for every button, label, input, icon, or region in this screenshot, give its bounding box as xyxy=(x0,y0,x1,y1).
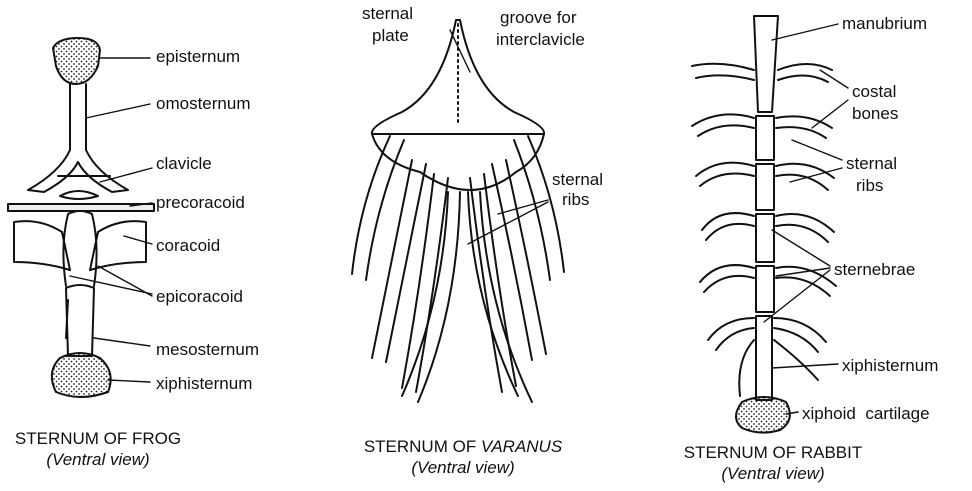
label-episternum: episternum xyxy=(156,47,240,66)
caption-rabbit-title: STERNUM OF RABBIT xyxy=(668,442,878,463)
label-costal-2: bones xyxy=(852,104,898,123)
label-varanus-ribs-2: ribs xyxy=(562,190,589,209)
rabbit-sternebra xyxy=(756,214,774,262)
frog-xiphisternum xyxy=(52,353,111,397)
frog-mesosternum xyxy=(66,285,94,356)
varanus-rib xyxy=(492,160,546,360)
rabbit-xiphoid-cartilage xyxy=(736,397,790,433)
varanus-rib xyxy=(402,174,448,392)
label-sternal-plate-2: plate xyxy=(372,26,409,45)
frog-episternum xyxy=(53,38,100,84)
label-sternebrae: sternebrae xyxy=(834,260,915,279)
label-precoracoid: precoracoid xyxy=(156,193,245,212)
varanus-rib xyxy=(470,174,516,392)
label-varanus-ribs-1: sternal xyxy=(552,170,603,189)
label-epicoracoid: epicoracoid xyxy=(156,287,243,306)
label-costal-1: costal xyxy=(852,82,896,101)
rabbit-manubrium xyxy=(754,16,778,112)
frog-coracoid-left xyxy=(14,221,70,270)
caption-frog: STERNUM OF FROG (Ventral view) xyxy=(8,428,188,470)
label-omosternum: omosternum xyxy=(156,94,250,113)
varanus-sternum-drawing xyxy=(352,20,564,402)
caption-rabbit: STERNUM OF RABBIT (Ventral view) xyxy=(668,442,878,484)
frog-coracoid-right xyxy=(90,221,146,270)
label-clavicle: clavicle xyxy=(156,154,212,173)
caption-frog-title: STERNUM OF FROG xyxy=(8,428,188,449)
varanus-rib xyxy=(372,160,426,362)
label-coracoid: coracoid xyxy=(156,236,220,255)
label-xiphoid-cartilage: xiphoid cartilage xyxy=(802,404,930,423)
frog-sternum-drawing xyxy=(8,38,154,397)
rabbit-sternebra xyxy=(756,266,774,312)
label-sternal-plate-1: sternal xyxy=(362,4,413,23)
label-xiphisternum-frog: xiphisternum xyxy=(156,374,252,393)
rabbit-sternebra xyxy=(756,116,774,160)
frog-epicoracoid xyxy=(63,211,96,286)
rabbit-xiphisternum xyxy=(756,316,772,400)
varanus-rib xyxy=(352,136,404,280)
caption-varanus: STERNUM OF VARANUS (Ventral view) xyxy=(348,436,578,478)
caption-varanus-prefix: STERNUM OF xyxy=(364,437,481,456)
rabbit-sternum-drawing xyxy=(692,16,848,433)
frog-clavicle xyxy=(60,191,98,199)
caption-varanus-italic: VARANUS xyxy=(481,437,562,456)
caption-frog-sub: (Ventral view) xyxy=(8,449,188,470)
label-mesosternum: mesosternum xyxy=(156,340,259,359)
label-groove-1: groove for xyxy=(500,8,577,27)
caption-varanus-sub: (Ventral view) xyxy=(348,457,578,478)
label-xiphisternum-rabbit: xiphisternum xyxy=(842,356,938,375)
rabbit-sternebra xyxy=(756,164,774,210)
label-groove-2: interclavicle xyxy=(496,30,585,49)
label-manubrium: manubrium xyxy=(842,14,927,33)
caption-rabbit-sub: (Ventral view) xyxy=(668,463,878,484)
label-rabbit-ribs-2: ribs xyxy=(856,176,883,195)
label-rabbit-ribs-1: sternal xyxy=(846,154,897,173)
caption-varanus-title: STERNUM OF VARANUS xyxy=(348,436,578,457)
